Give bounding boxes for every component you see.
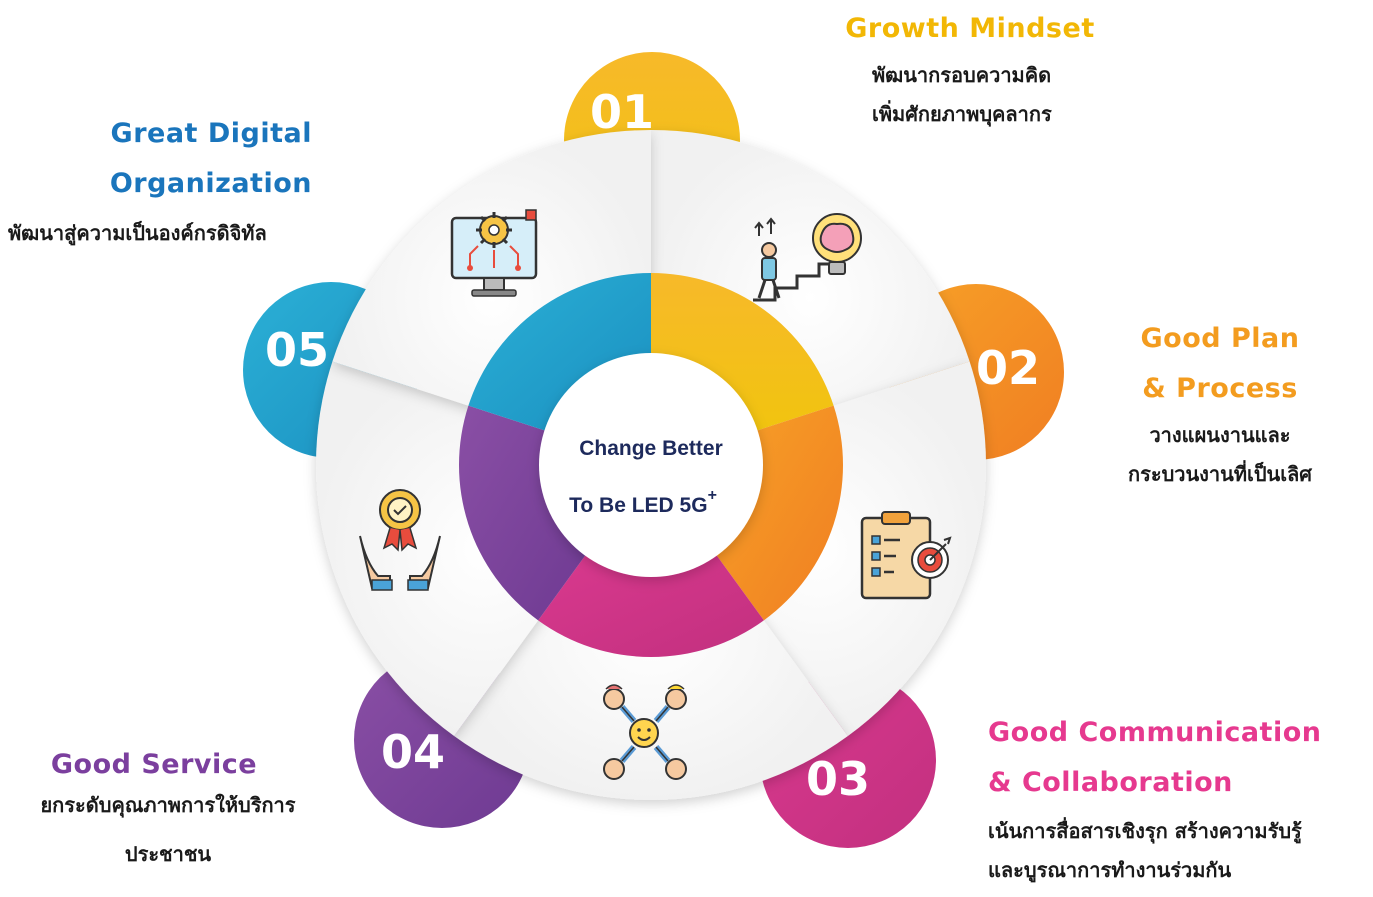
segment-01-desc-line-1: พัฒนากรอบความคิด bbox=[872, 63, 1052, 87]
segment-01-desc-line-2: เพิ่มศักยภาพบุคลากร bbox=[872, 102, 1052, 126]
segment-04-label: Good Service ยกระดับคุณภาพการให้บริการ ป… bbox=[0, 740, 336, 874]
ring-segment-02 bbox=[715, 405, 843, 621]
ring-segment-05 bbox=[468, 273, 651, 432]
center-line-1: Change Better bbox=[579, 437, 723, 460]
segment-04-desc-line-1: ยกระดับคุณภาพการให้บริการ bbox=[40, 793, 296, 817]
badge-number-02: 02 bbox=[976, 341, 1040, 395]
segment-05-title-line-1: Great Digital bbox=[110, 118, 312, 149]
badge-number-03: 03 bbox=[806, 752, 870, 806]
segment-02-title-line-1: Good Plan bbox=[1140, 323, 1300, 354]
segment-05-desc: พัฒนาสู่ความเป็นองค์กรดิจิทัล bbox=[8, 214, 348, 253]
growth-mindset-icon bbox=[753, 213, 862, 302]
ring-segment-03 bbox=[538, 553, 764, 657]
segment-05-title-line-2: Organization bbox=[109, 168, 312, 199]
service-award-hands-icon bbox=[359, 489, 441, 591]
plan-target-icon bbox=[860, 511, 952, 600]
badge-number-01: 01 bbox=[590, 85, 654, 139]
segment-02-title-line-2: & Process bbox=[1142, 373, 1298, 404]
segment-05-label: Great Digital Organization bbox=[20, 109, 312, 209]
segment-03-title-line-2: & Collaboration bbox=[988, 767, 1233, 798]
segment-02-label: Good Plan & Process วางแผนงานและ กระบวนง… bbox=[1080, 314, 1360, 494]
digital-monitor-gear-icon bbox=[450, 209, 538, 297]
center-superscript: + bbox=[708, 487, 717, 504]
team-collaboration-icon bbox=[603, 684, 687, 780]
segment-03-label: Good Communication & Collaboration เน้นก… bbox=[988, 708, 1368, 890]
segment-03-title-line-1: Good Communication bbox=[988, 717, 1322, 748]
center-line-2: To Be LED 5G+ bbox=[569, 487, 717, 517]
segment-03-desc-line-2: และบูรณาการทำงานร่วมกัน bbox=[988, 858, 1232, 882]
segment-01-label: Growth Mindset bbox=[800, 4, 1140, 54]
badge-number-04: 04 bbox=[381, 725, 445, 779]
segment-02-desc-line-2: กระบวนงานที่เป็นเลิศ bbox=[1127, 462, 1313, 486]
ring-segment-01 bbox=[651, 273, 834, 432]
segment-04-title: Good Service bbox=[50, 749, 258, 780]
segment-04-desc-line-2: ประชาชน bbox=[124, 842, 212, 866]
segment-01-title: Growth Mindset bbox=[845, 13, 1095, 44]
center-disc bbox=[539, 353, 763, 577]
segment-01-desc: พัฒนากรอบความคิด เพิ่มศักยภาพบุคลากร bbox=[872, 56, 1172, 134]
segment-05-desc-line-1: พัฒนาสู่ความเป็นองค์กรดิจิทัล bbox=[8, 221, 267, 245]
ring-segment-04 bbox=[459, 405, 587, 621]
segment-02-desc-line-1: วางแผนงานและ bbox=[1149, 423, 1291, 447]
badge-number-05: 05 bbox=[265, 323, 329, 377]
segment-03-desc-line-1: เน้นการสื่อสารเชิงรุก สร้างความรับรู้ bbox=[988, 819, 1302, 843]
